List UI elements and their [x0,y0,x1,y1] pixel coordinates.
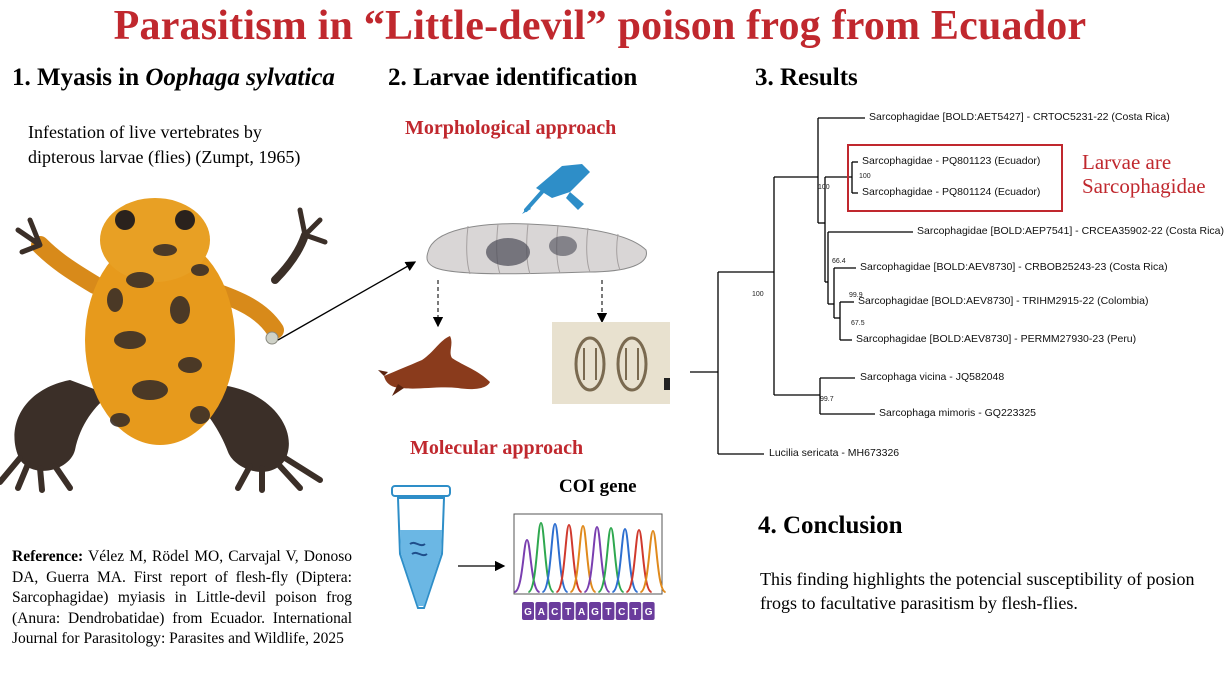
bootstrap-value: 99.9 [849,292,863,299]
tree-tip-2: Sarcophagidae - PQ801123 (Ecuador) [862,155,1041,167]
phylogenetic-tree [690,117,1063,455]
frog-to-larva-arrow [277,261,417,341]
sequence-base-letter: T [565,607,571,618]
tree-tip-8: Sarcophaga vicina - JQ582048 [860,371,1005,383]
bootstrap-value: 99.7 [820,396,834,403]
coi-gene-label: COI gene [559,476,637,497]
tree-tip-6: Sarcophagidae [BOLD:AEV8730] - TRIHM2915… [858,295,1149,307]
sequence-base-box [562,602,575,620]
chromatogram-peak [639,529,667,593]
sequence-base-box [535,602,548,620]
bootstrap-value: 100 [818,184,830,191]
reference-text: Vélez M, Rödel MO, Carvajal V, Donoso DA… [12,548,352,647]
spiracles-photo [552,322,670,404]
sequence-base-letter: T [605,607,611,618]
reference-block: Reference: Vélez M, Rödel MO, Carvajal V… [12,547,352,650]
larvae-result-note: Larvae are Sarcophagidae [1082,150,1206,198]
section4-heading: 4. Conclusion [758,512,903,539]
dissection-glove-icon [522,164,590,214]
conclusion-text: This finding highlights the potencial su… [760,569,1195,613]
tree-tip-3: Sarcophagidae - PQ801124 (Ecuador) [862,186,1041,198]
tree-tip-1: Sarcophagidae [BOLD:AET5427] - CRTOC5231… [869,111,1170,123]
bootstrap-value: 66.4 [832,258,846,265]
sequence-base-letter: G [645,607,653,618]
sequence-base-letter: A [578,607,585,618]
sequence-base-box [602,602,615,620]
section1-heading-prefix: 1. Myasis in [12,64,146,91]
sequence-base-letter: G [591,607,599,618]
sample-tube-icon [391,485,451,609]
reference-label: Reference: [12,548,84,565]
sequence-base-letter: C [551,607,558,618]
section2-heading: 2. Larvae identification [388,64,638,91]
section1-heading-species: Oophaga sylvatica [145,64,335,91]
tree-tip-10: Lucilia sericata - MH673326 [769,447,900,459]
tree-tip-4: Sarcophagidae [BOLD:AEP7541] - CRCEA3590… [917,225,1224,237]
bootstrap-value: 67.5 [851,320,865,327]
section3-heading: 3. Results [755,64,858,91]
section1-heading: 1. Myasis in Oophaga sylvatica [12,64,335,92]
sarcophagidae-highlight-box [847,144,1063,212]
tree-tip-7: Sarcophagidae [BOLD:AEV8730] - PERMM2793… [856,333,1137,345]
larva-photo [426,223,647,275]
sequence-base-letter: A [538,607,545,618]
mouthhooks-photo [378,336,490,396]
sequence-base-box [629,602,642,620]
sequence-base-box [548,602,561,620]
tree-tip-5: Sarcophagidae [BOLD:AEV8730] - CRBOB2524… [860,261,1168,273]
poster-title: Parasitism in “Little-devil” poison frog… [113,3,1087,49]
sequence-base-box [589,602,601,620]
sequence-base-box [522,602,534,620]
bootstrap-value: 100 [859,173,871,180]
sequence-base-letter: C [618,607,625,618]
bootstrap-value: 100 [752,291,764,298]
myiasis-definition: Infestation of live vertebrates by dipte… [28,122,301,167]
sequence-base-box [642,602,655,620]
tree-tip-9: Sarcophaga mimoris - GQ223325 [879,407,1036,419]
morphological-approach-label: Morphological approach [405,117,617,139]
frog-photo [0,198,328,493]
sequence-base-box [615,602,628,620]
sequence-base-letter: G [524,607,532,618]
sequence-base-box [575,602,588,620]
sequence-base-letter: T [632,607,638,618]
tree-branches [690,117,913,455]
molecular-approach-label: Molecular approach [410,437,584,459]
